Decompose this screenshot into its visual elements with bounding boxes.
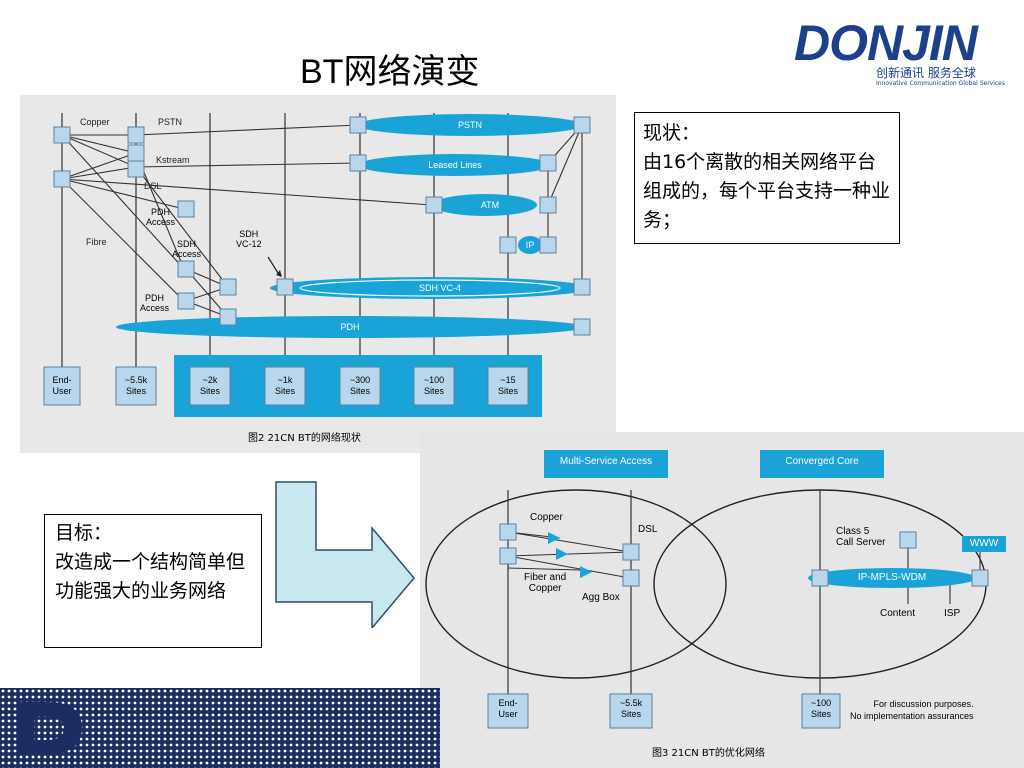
multi-service-access-box: Multi-Service Access [559, 456, 653, 467]
net-pdh-label: PDH [340, 322, 359, 332]
current-state-body: 由16个离散的相关网络平台组成的，每个平台支持一种业务； [643, 151, 891, 231]
current-state-heading: 现状： [643, 122, 701, 144]
logo-brand: DONJIN [794, 15, 978, 71]
site-5-5k: ~5.5k Sites [124, 375, 148, 396]
label-class5-call-server: Class 5 Call Server [836, 526, 886, 548]
label-content: Content [880, 608, 916, 619]
label-copper: Copper [80, 117, 110, 127]
goal-heading: 目标： [55, 522, 113, 544]
site-end-user: End- User [498, 698, 518, 719]
www-box: WWW [969, 538, 999, 549]
converged-core-box: Converged Core [785, 456, 859, 467]
dotted-footer-pattern [0, 688, 440, 768]
label-kstream: Kstream [156, 155, 190, 165]
site-300: ~300 Sites [349, 375, 371, 396]
figure-current-network: PSTN Leased Lines ATM IP SDH VC-4 PDH Co… [20, 95, 616, 453]
goal-note: 目标： 改造成一个结构简单但功能强大的业务网络 [44, 514, 262, 648]
site-15: ~15 Sites [497, 375, 518, 396]
label-pdh-access-2: PDH Access [140, 293, 170, 313]
label-pdh-access-1: PDH Access [146, 207, 176, 227]
fig3-caption: 图3 21CN BT的优化网络 [652, 748, 765, 759]
d-logo-mark-icon [18, 702, 82, 754]
fig2-caption: 图2 21CN BT的网络现状 [248, 433, 361, 444]
site-5-5k: ~5.5k Sites [619, 698, 643, 719]
site-end-user: End- User [52, 375, 72, 396]
net-pstn-label: PSTN [458, 120, 482, 130]
ip-mpls-wdm-label: IP-MPLS-WDM [857, 572, 927, 583]
site-2k: ~2k Sites [199, 375, 220, 396]
label-dsl: DSL [144, 181, 162, 191]
label-fiber-copper: Fiber and Copper [524, 572, 567, 594]
net-ip-label: IP [526, 240, 535, 250]
current-state-note: 现状： 由16个离散的相关网络平台组成的，每个平台支持一种业务； [634, 112, 900, 244]
goal-body: 改造成一个结构简单但功能强大的业务网络 [55, 551, 246, 602]
label-agg-box: Agg Box [582, 592, 620, 603]
label-sdh-vc12: SDH VC-12 [236, 229, 262, 249]
net-sdh-vc4-label: SDH VC-4 [419, 283, 461, 293]
site-100: ~100 Sites [423, 375, 445, 396]
disclaimer-text: For discussion purposes. No implementati… [850, 699, 974, 721]
label-pstn: PSTN [158, 117, 182, 127]
label-sdh-access: SDH Access [172, 239, 202, 259]
net-atm-label: ATM [481, 200, 499, 210]
label-isp: ISP [944, 608, 961, 619]
net-leased-label: Leased Lines [428, 160, 482, 170]
logo-tagline: 创新通讯 服务全球 [876, 66, 976, 80]
donjin-logo: DONJIN 创新通讯 服务全球 Innovative Communicatio… [790, 14, 1015, 94]
label-copper: Copper [530, 512, 563, 523]
slide-title: BT网络演变 [300, 53, 480, 91]
site-1k: ~1k Sites [274, 375, 295, 396]
figure-optimized-network: Multi-Service Access Converged Core Copp… [420, 432, 1024, 768]
label-dsl: DSL [638, 524, 658, 535]
transition-arrow-icon [275, 481, 415, 628]
logo-tagline-en: Innovative Communication Global Services [876, 80, 1005, 87]
site-100: ~100 Sites [810, 698, 832, 719]
label-fibre: Fibre [86, 237, 107, 247]
